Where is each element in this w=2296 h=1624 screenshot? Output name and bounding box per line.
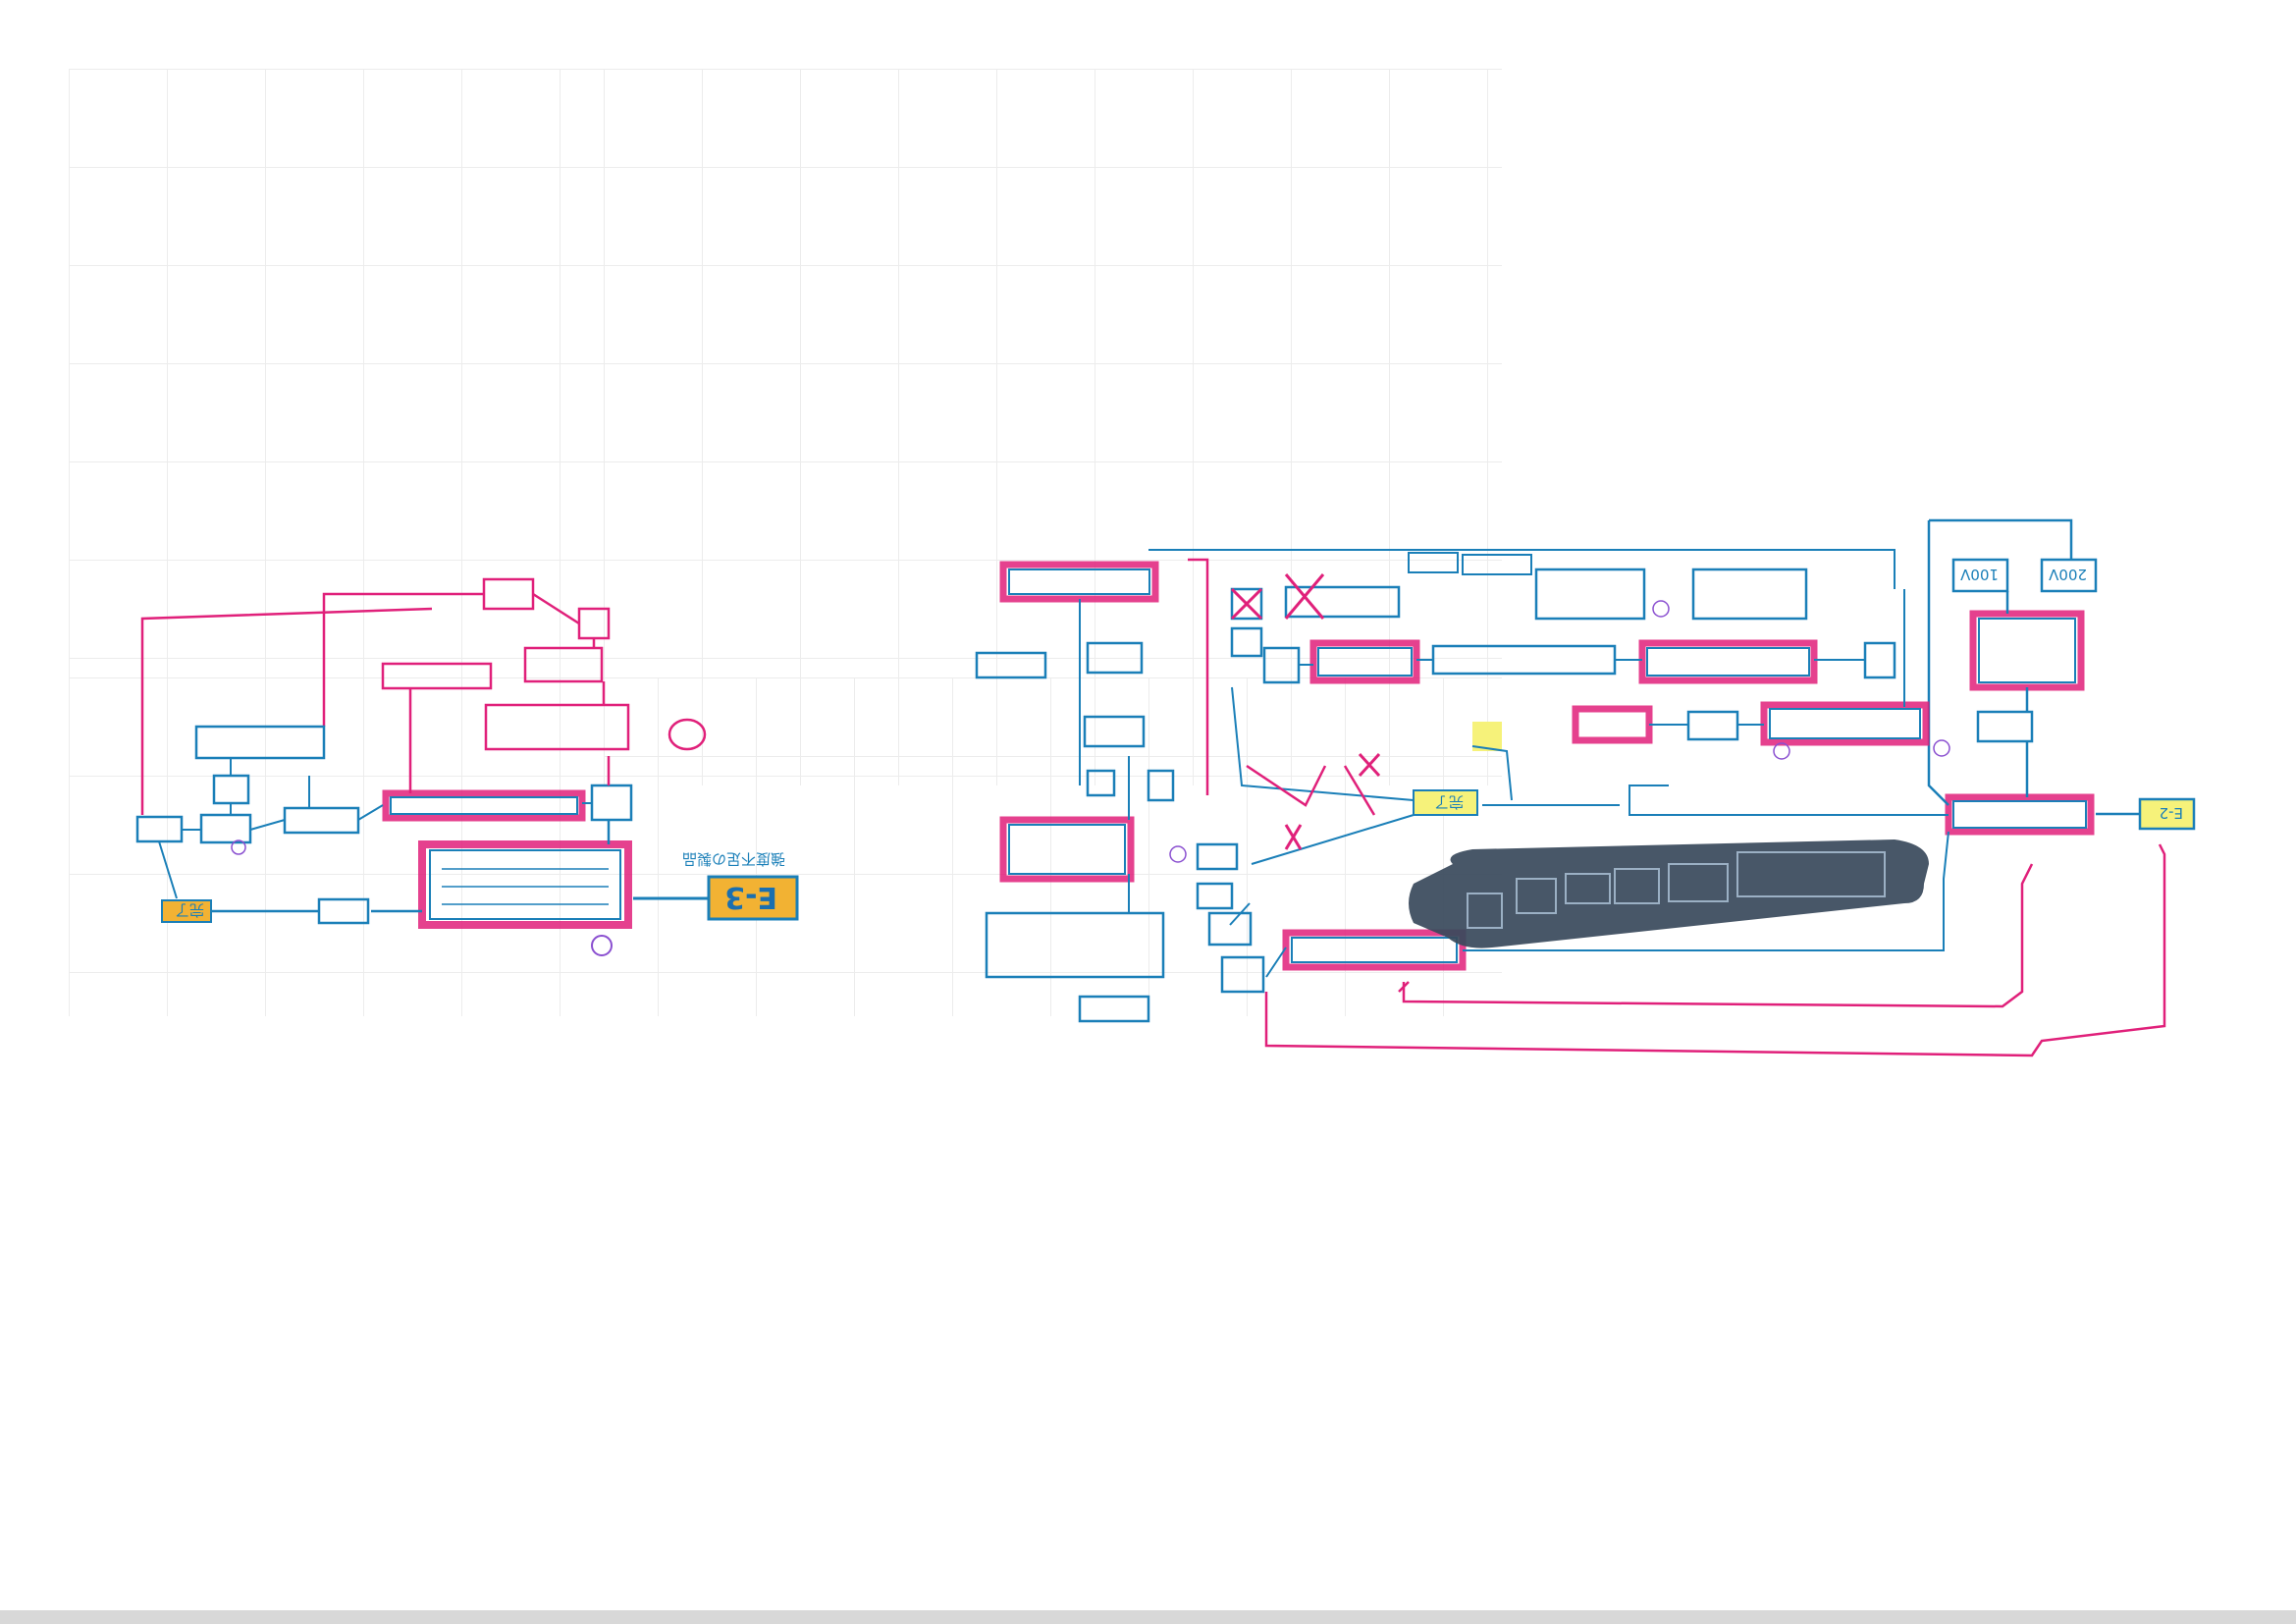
start-box-e2: [2138, 797, 2196, 831]
right-end-box: [1413, 789, 1478, 816]
grid-left: [69, 69, 604, 677]
grid-right: [604, 69, 1502, 785]
side-value-1: 200V: [2048, 566, 2087, 583]
left-end-label: 完了: [175, 901, 204, 919]
start-box-e3-label: E-3: [724, 880, 777, 914]
start-box-e2-label: E-2: [2160, 804, 2183, 822]
process-box-main: [418, 840, 632, 929]
side-value-2: 100V: [1959, 566, 1999, 583]
right-end-label: 完了: [1434, 793, 1464, 811]
right-flowchart: E-2 200V 100V: [975, 518, 2196, 1057]
scan-bottom-edge: [0, 1610, 2296, 1624]
left-box-a: [317, 897, 370, 925]
left-flowchart: E-3 強度不足の製品 完了: [135, 577, 799, 956]
left-end-box: [161, 899, 212, 923]
start-box-e3: [707, 875, 799, 921]
start-caption: 強度不足の製品: [682, 850, 785, 868]
